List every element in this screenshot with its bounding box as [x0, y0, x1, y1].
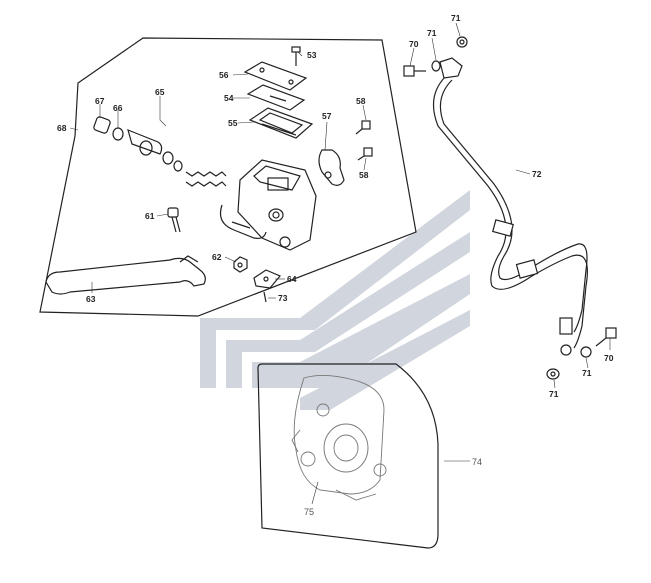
hose-washer-lower-a: [580, 346, 592, 358]
leader-lines: [69, 22, 611, 505]
callout-63: 63: [86, 294, 96, 304]
hose-bolt-upper: [403, 65, 426, 77]
callout-71-lower-left: 71: [549, 389, 559, 399]
callout-58-upper: 58: [356, 96, 366, 106]
reservoir-cap: [243, 61, 308, 91]
switch-screw: [263, 291, 267, 303]
callout-73: 73: [278, 293, 288, 303]
reservoir-diaphragm: [248, 107, 314, 139]
callout-67: 67: [95, 96, 105, 106]
hose-washer-upper-a: [431, 60, 441, 72]
cap-screw: [291, 46, 301, 66]
pivot-nut: [233, 256, 248, 273]
callout-72: 72: [532, 169, 542, 179]
callout-61: 61: [145, 211, 155, 221]
callout-56: 56: [219, 70, 229, 80]
callout-64: 64: [287, 274, 297, 284]
callout-68: 68: [57, 123, 67, 133]
callout-71-top-left: 71: [427, 28, 437, 38]
caliper-group-outline: [257, 363, 439, 549]
brake-hose: [432, 57, 588, 356]
callout-70-lower: 70: [604, 353, 614, 363]
callout-54: 54: [224, 93, 234, 103]
brake-lever: [45, 255, 206, 295]
callout-53: 53: [307, 50, 317, 60]
callout-57: 57: [322, 111, 332, 121]
callout-66: 66: [113, 103, 123, 113]
brake-switch: [253, 269, 281, 289]
master-cylinder-body: [219, 159, 317, 251]
brake-caliper: [291, 375, 387, 501]
callout-55: 55: [228, 118, 238, 128]
banjo-bolt-upper: [355, 120, 371, 135]
master-cylinder-group-outline: [39, 37, 417, 317]
callout-75: 75: [304, 507, 314, 517]
callout-71-top-right: 71: [451, 13, 461, 23]
callout-labels: 53 56 54 55 67 66 65 68 58 57 58 61 62 6…: [57, 13, 614, 517]
callout-70-upper: 70: [409, 39, 419, 49]
piston-kit: [93, 116, 227, 187]
hose-washer-upper-b: [456, 36, 468, 48]
callout-62: 62: [212, 252, 222, 262]
hose-bolt-lower: [595, 327, 617, 347]
hose-washer-lower-b: [546, 368, 560, 380]
callout-71-lower-right: 71: [582, 368, 592, 378]
callout-65: 65: [155, 87, 165, 97]
banjo-bolt-lower: [357, 147, 373, 161]
banjo-fitting: [318, 149, 345, 186]
pivot-bolt: [167, 207, 181, 233]
callout-74: 74: [472, 457, 482, 467]
reservoir-plate: [246, 84, 306, 111]
watermark-logo: [200, 190, 470, 410]
callout-58-lower: 58: [359, 170, 369, 180]
